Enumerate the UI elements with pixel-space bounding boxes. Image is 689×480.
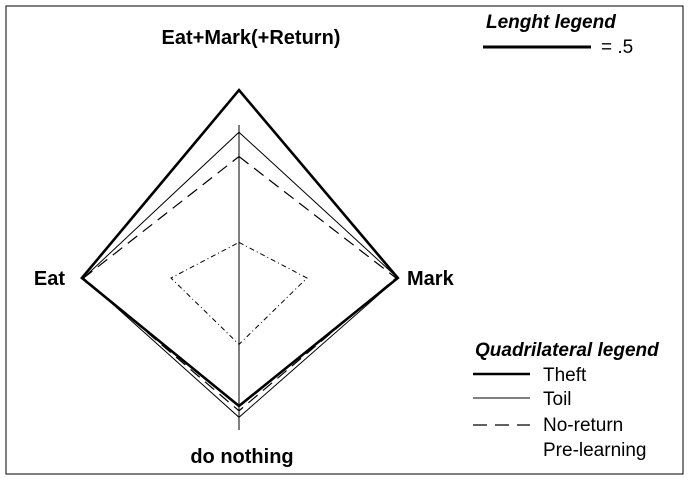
- quadrilaterals: [80, 88, 400, 418]
- axis-label-top: Eat+Mark(+Return): [162, 27, 341, 49]
- axis-label-bottom: do nothing: [190, 446, 293, 468]
- quadrilateral-legend-title: Quadrilateral legend: [475, 340, 659, 361]
- quadrilateral-no-return: [82, 155, 398, 412]
- axis-label-left: Eat: [34, 268, 65, 290]
- length-legend-value: = .5: [601, 37, 633, 58]
- legend-label-no-return: No-return: [543, 415, 623, 436]
- quadrilateral-theft: [80, 88, 400, 408]
- legend-label-pre-learning: Pre-learning: [543, 440, 647, 461]
- figure-border: [5, 5, 684, 475]
- legend-label-toil: Toil: [543, 389, 572, 410]
- axis-label-right: Mark: [407, 268, 455, 290]
- length-legend-title: Lenght legend: [486, 12, 616, 33]
- length-legend: Lenght legend = .5: [483, 12, 633, 58]
- quadrilateral-legend: Quadrilateral legend Theft Toil No-retur…: [473, 340, 659, 461]
- quadrilateral-toil: [82, 131, 399, 418]
- legend-label-theft: Theft: [543, 365, 587, 386]
- quadrilateral-pre-learning: [170, 241, 308, 346]
